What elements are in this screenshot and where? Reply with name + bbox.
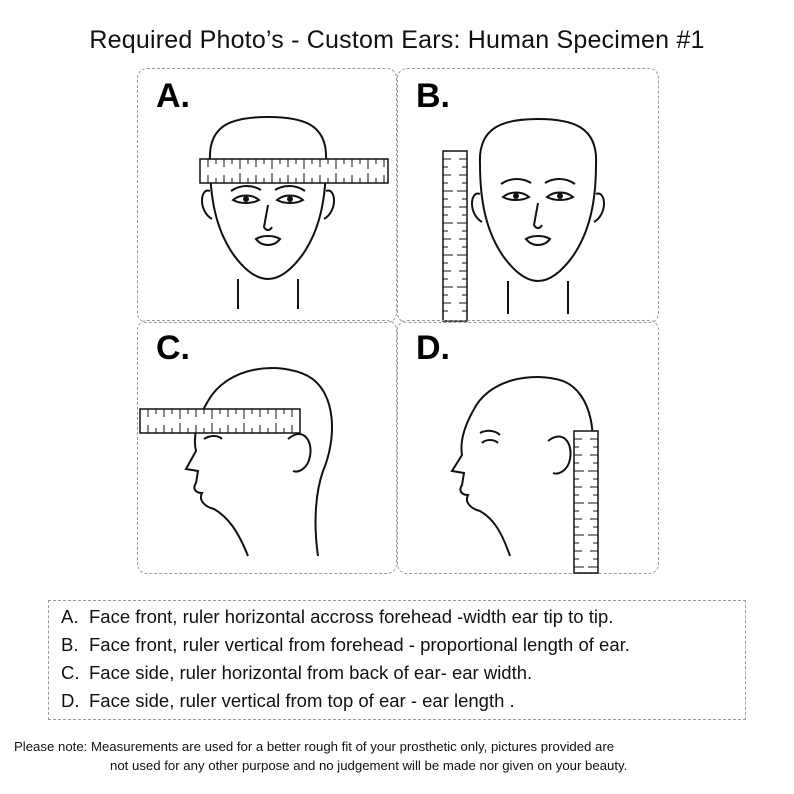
instruction-item: D. Face side, ruler vertical from top of … — [61, 687, 630, 715]
panel-d-label: D. — [416, 329, 450, 367]
panel-b-label: B. — [416, 77, 450, 115]
panel-c-label: C. — [156, 329, 190, 367]
page-title: Required Photo’s - Custom Ears: Human Sp… — [89, 26, 705, 54]
instruction-letter: A. — [61, 606, 79, 627]
ruler-icon — [442, 150, 468, 322]
instruction-letter: C. — [61, 662, 80, 683]
instructions-list: A. Face front, ruler horizontal accross f… — [61, 603, 630, 715]
panel-d: D. — [397, 320, 659, 574]
instructions-box: A. Face front, ruler horizontal accross f… — [48, 600, 746, 720]
side-head-illustration — [184, 367, 333, 557]
ruler-icon — [573, 430, 599, 574]
disclaimer-note: Please note: Measurements are used for a… — [14, 737, 780, 775]
instruction-item: A. Face front, ruler horizontal accross f… — [61, 603, 630, 631]
ruler-icon — [139, 408, 301, 434]
panel-a: A. — [137, 68, 397, 323]
instruction-text: Face side, ruler horizontal from back of… — [89, 662, 533, 683]
front-head-illustration — [201, 115, 335, 309]
note-line-2: not used for any other purpose and no ju… — [110, 758, 628, 773]
instruction-letter: B. — [61, 634, 79, 655]
panel-c: C. — [137, 320, 397, 574]
panel-b: B. — [397, 68, 659, 323]
instruction-letter: D. — [61, 690, 80, 711]
panel-a-label: A. — [156, 77, 190, 115]
instruction-text: Face front, ruler vertical from forehead… — [89, 634, 630, 655]
front-head-illustration — [471, 117, 605, 314]
instruction-item: C. Face side, ruler horizontal from back … — [61, 659, 630, 687]
ruler-icon — [199, 158, 389, 184]
instruction-text: Face side, ruler vertical from top of ea… — [89, 690, 515, 711]
note-line-1: Please note: Measurements are used for a… — [14, 739, 615, 754]
instruction-item: B. Face front, ruler vertical from forehe… — [61, 631, 630, 659]
instruction-text: Face front, ruler horizontal accross for… — [89, 606, 614, 627]
